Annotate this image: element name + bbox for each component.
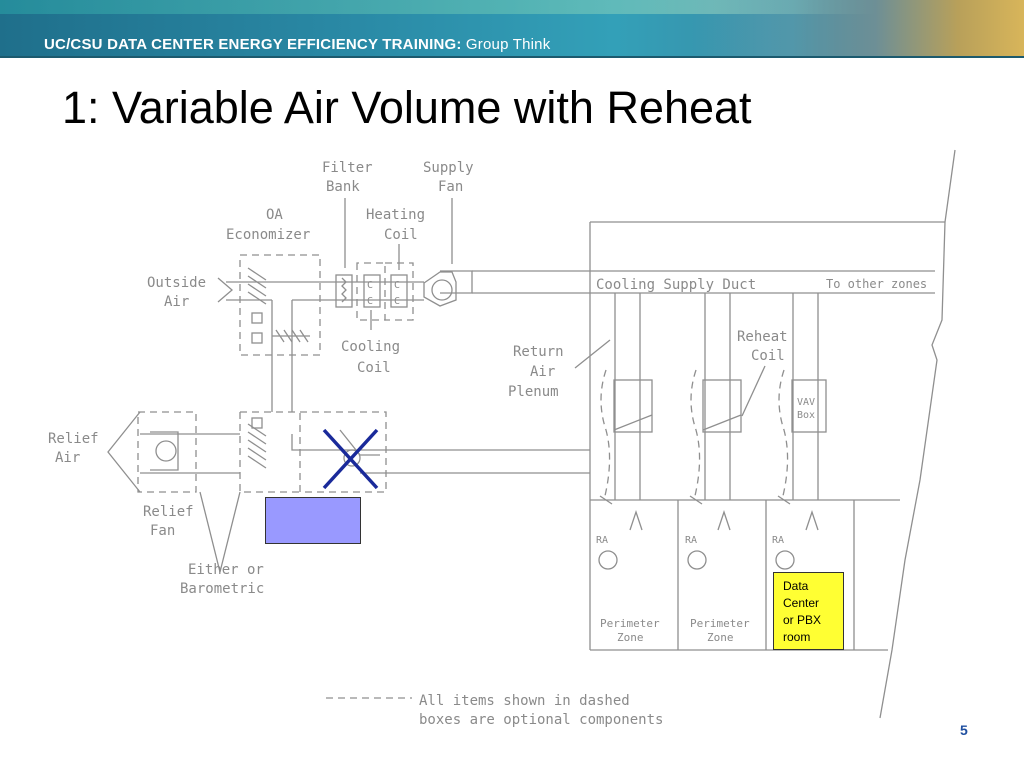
label-return-3: Plenum	[508, 384, 559, 400]
banner-title: UC/CSU DATA CENTER ENERGY EFFICIENCY TRA…	[44, 36, 550, 53]
label-ra-3: RA	[772, 535, 784, 546]
label-cooling-supply-duct: Cooling Supply Duct	[596, 277, 756, 293]
coil-letter-c3: C	[394, 280, 400, 291]
legend-line-1: All items shown in dashed	[419, 693, 630, 709]
room-line-3: or PBX	[783, 613, 822, 627]
relief-outlet	[107, 411, 141, 493]
heating-coil	[390, 274, 408, 308]
label-cooling-1: Cooling	[341, 339, 400, 355]
label-outside-2: Air	[164, 294, 189, 310]
label-return-1: Return	[513, 344, 564, 360]
label-vav-1: VAV	[797, 397, 815, 408]
filter-bank	[335, 274, 353, 308]
label-heating-1: Heating	[366, 207, 425, 223]
page-number: 5	[960, 722, 968, 738]
label-either-2: Barometric	[180, 581, 264, 597]
x-mark	[322, 428, 379, 490]
label-cooling-2: Coil	[357, 360, 391, 376]
label-heating-2: Coil	[384, 227, 418, 243]
label-relief-fan-2: Fan	[150, 523, 175, 539]
coil-letter-c2: C	[367, 296, 373, 307]
label-vav-2: Box	[797, 410, 815, 421]
relief-fan	[155, 440, 177, 462]
thermostat-2	[687, 550, 707, 570]
label-relief-air-2: Air	[55, 450, 80, 466]
blue-rectangle	[265, 497, 361, 544]
label-reheat-1: Reheat	[737, 329, 788, 345]
vav-box-1	[613, 379, 653, 433]
room-line-4: room	[783, 630, 811, 644]
banner-divider	[0, 56, 1024, 58]
vav-box-3	[791, 379, 827, 433]
header-banner: UC/CSU DATA CENTER ENERGY EFFICIENCY TRA…	[0, 0, 1024, 56]
relief-fan-box	[137, 411, 197, 493]
banner-title-bold: UC/CSU DATA CENTER ENERGY EFFICIENCY TRA…	[44, 36, 462, 53]
label-supply-1: Supply	[423, 160, 474, 176]
label-reheat-2: Coil	[751, 348, 785, 364]
label-oa-2: Economizer	[226, 227, 310, 243]
label-return-2: Air	[530, 364, 555, 380]
coil-letter-c4: C	[394, 296, 400, 307]
label-perimeter-2a: Perimeter	[690, 617, 750, 630]
label-outside-1: Outside	[147, 275, 206, 291]
label-perimeter-2b: Zone	[707, 631, 734, 644]
label-relief-air-1: Relief	[48, 431, 99, 447]
thermostat-3	[775, 550, 795, 570]
label-either-1: Either or	[188, 562, 264, 578]
oa-economizer-box	[239, 254, 321, 356]
page-title: 1: Variable Air Volume with Reheat	[62, 82, 752, 133]
label-supply-2: Fan	[438, 179, 463, 195]
label-relief-fan-1: Relief	[143, 504, 194, 520]
thermostat-1	[598, 550, 618, 570]
label-ra-1: RA	[596, 535, 608, 546]
banner-title-light: Group Think	[461, 36, 551, 53]
banner-image	[694, 0, 1024, 56]
data-center-room-box: Data Center or PBX room	[773, 572, 844, 650]
cooling-coil	[363, 274, 381, 308]
vav-box-2	[702, 379, 742, 433]
return-fan-box	[299, 411, 387, 493]
label-ra-2: RA	[685, 535, 697, 546]
label-perimeter-1a: Perimeter	[600, 617, 660, 630]
building-edge	[879, 149, 956, 719]
supply-fan	[431, 279, 453, 301]
label-to-other-zones: To other zones	[826, 277, 927, 291]
legend-line-2: boxes are optional components	[419, 712, 663, 728]
room-line-2: Center	[783, 596, 820, 610]
label-perimeter-1b: Zone	[617, 631, 644, 644]
coil-letter-c1: C	[367, 280, 373, 291]
label-filter-1: Filter	[322, 160, 373, 176]
label-filter-2: Bank	[326, 179, 360, 195]
room-line-1: Data	[783, 579, 809, 593]
label-oa-1: OA	[266, 207, 283, 223]
